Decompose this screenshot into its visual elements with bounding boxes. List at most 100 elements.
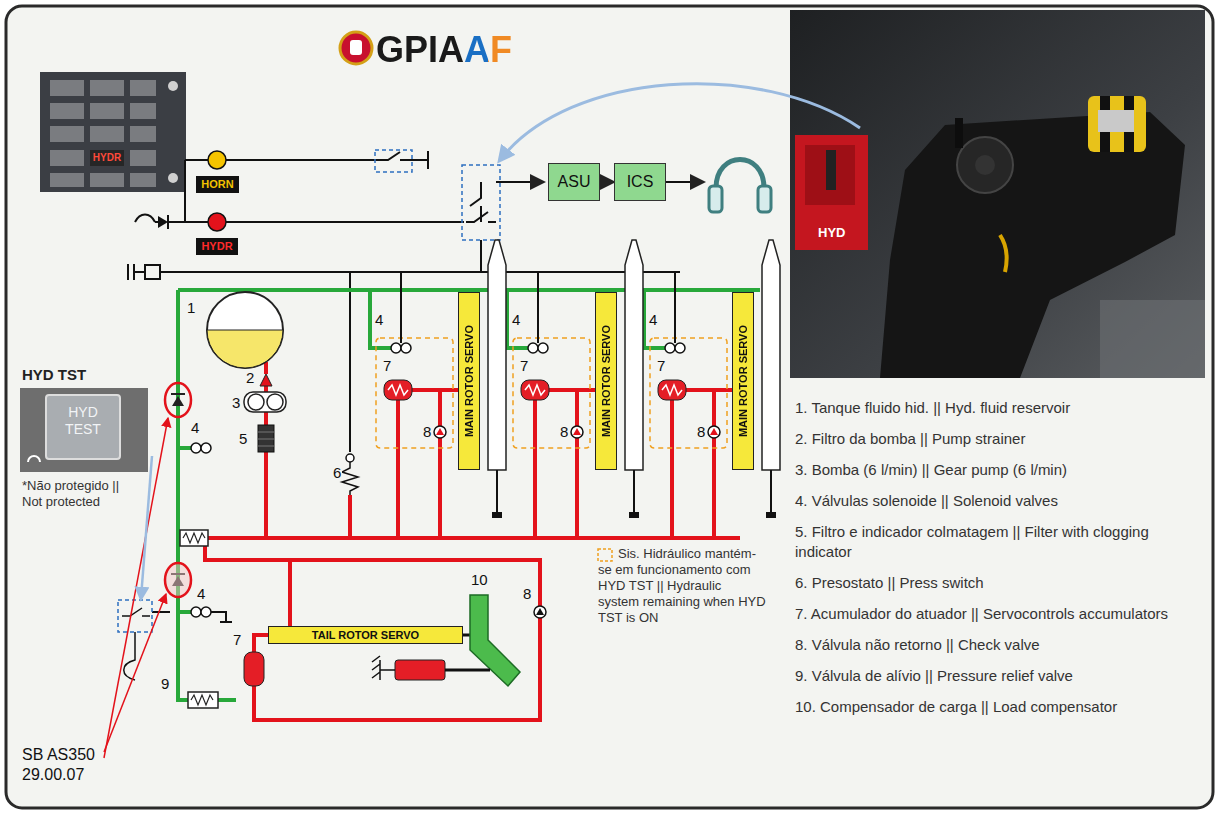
list-item: 2. Filtro da bomba || Pump strainer [795, 429, 1207, 449]
indicator-label: HYDR [196, 238, 238, 255]
list-item: 3. Bomba (6 l/min) || Gear pump (6 l/min… [795, 460, 1207, 480]
solenoid-coil [665, 343, 675, 353]
servo-box: MAIN ROTOR SERVO [458, 292, 480, 470]
wire [184, 160, 186, 222]
list-item: 1. Tanque fluido hid. || Hyd. fluid rese… [795, 398, 1207, 418]
solenoid-coil [538, 343, 548, 353]
connector-symbol [145, 265, 160, 279]
pointer-arrow [141, 456, 152, 598]
grip-photo [790, 10, 1205, 378]
callout-number: 1 [186, 300, 196, 315]
check-valve [534, 606, 546, 618]
switch-box [118, 600, 152, 632]
panel-button [130, 173, 156, 187]
accumulator [384, 380, 412, 400]
highlight-circle [165, 563, 191, 597]
screw [168, 81, 178, 91]
panel-button [50, 103, 84, 119]
process-box: ICS [614, 163, 666, 201]
return-line [370, 290, 391, 348]
return-line [218, 698, 236, 702]
pressure-line [264, 452, 268, 538]
pointer-arrow [104, 418, 168, 758]
callout-number: 7 [382, 358, 392, 373]
check-valve-ball [536, 608, 544, 615]
callout-number: 7 [656, 358, 666, 373]
return-line [178, 446, 191, 450]
red-guard [795, 135, 868, 250]
check-valve-ball [436, 428, 444, 435]
solenoid-coil [201, 443, 211, 453]
pointer-arrow [500, 84, 860, 160]
switch-box [375, 150, 412, 172]
panel-button [50, 173, 84, 187]
red-guard-inner [805, 145, 855, 205]
node-text: HORN [201, 178, 233, 191]
wire [168, 221, 208, 223]
servo-box: MAIN ROTOR SERVO [595, 292, 617, 470]
relief-spring [191, 695, 213, 705]
solenoid-coil [191, 607, 201, 617]
callout-number: 4 [511, 312, 521, 327]
grip-toggle [955, 118, 963, 148]
reservoir-fluid [207, 330, 283, 368]
remaining-system-box [513, 338, 590, 448]
servo-rod [496, 470, 498, 512]
list-item: 5. Filtro e indicador colmatagem || Filt… [795, 522, 1207, 562]
return-lines [178, 290, 760, 700]
wire [152, 611, 170, 613]
servo-assembly [513, 240, 643, 518]
relief-spring [183, 533, 205, 543]
pump-strainer [260, 374, 272, 386]
callout-number: 5 [238, 431, 248, 446]
panel-button [50, 126, 84, 142]
list-item: 8. Válvula não retorno || Check valve [795, 635, 1207, 655]
legend-entry: Sis. Hidráulico mantém-se em funcionamen… [598, 546, 766, 626]
horn-lamp [208, 151, 226, 169]
gear-pump [244, 392, 286, 412]
note-text: *Não protegido || Not protected [22, 478, 142, 510]
switch-contact [378, 152, 410, 160]
photo-caption: HYD [818, 226, 845, 240]
wire [674, 272, 676, 343]
guarded-switch [826, 150, 836, 190]
switch-contact [466, 182, 500, 222]
accumulator-spring [388, 385, 408, 395]
list-item: 9. Válvula de alívio || Pressure relief … [795, 666, 1207, 686]
wiring [128, 151, 704, 452]
switch-window [1098, 110, 1134, 132]
diode [158, 216, 168, 228]
press-switch-contact [346, 454, 354, 462]
pressure-line [535, 390, 595, 538]
servo-piston [762, 240, 780, 470]
pressure-line [264, 362, 268, 374]
solenoid-coil [528, 343, 538, 353]
pump-gear [267, 394, 283, 410]
relief-valve [188, 692, 218, 708]
return-line [507, 290, 528, 348]
button-caption: HYD TEST [52, 404, 114, 438]
list-item: 10. Compensador de carga || Load compens… [795, 697, 1207, 717]
wire [226, 159, 378, 161]
solenoid-coil [391, 343, 401, 353]
servo-assembly [650, 240, 780, 518]
servo-rod [633, 470, 635, 512]
check-valve [571, 426, 583, 438]
callout-number: 6 [332, 465, 342, 480]
yellow-lever [1000, 235, 1007, 272]
test-button [46, 395, 120, 459]
emblem [340, 32, 372, 64]
logo-text: GPIAAF [376, 30, 512, 70]
list-item: 6. Presostato || Press switch [795, 573, 1207, 593]
wire [537, 272, 539, 343]
button-icon [28, 456, 40, 462]
accumulator [658, 380, 686, 400]
photo-heading: HYD TST [22, 366, 86, 383]
parts-list: 1. Tanque fluido hid. || Hyd. fluid rese… [795, 398, 1207, 728]
solenoid-ground [211, 612, 232, 622]
solenoid-coil [675, 343, 685, 353]
wire [349, 272, 351, 452]
callout-number: 8 [696, 424, 706, 439]
highlight-circle [165, 383, 191, 417]
remaining-system-box [376, 338, 453, 448]
